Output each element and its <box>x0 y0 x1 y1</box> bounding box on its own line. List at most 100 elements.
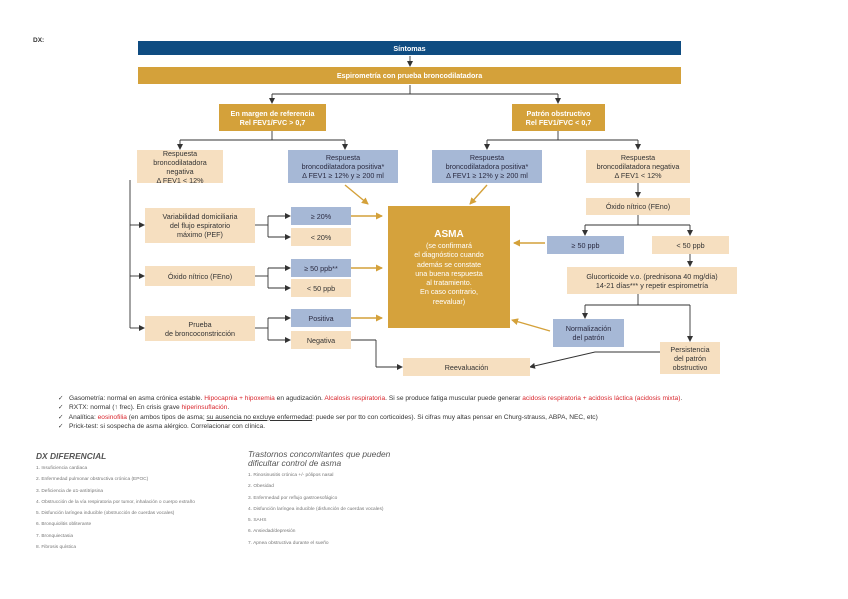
obstructivo-rel: Rel FEV1/FVC < 0,7 <box>525 117 592 127</box>
oxido-right-label: Óxido nítrico (FEno) <box>605 202 671 211</box>
anal-d: su ausencia no excluye enfermedad <box>206 413 313 421</box>
oxido-left-label: Óxido nítrico (FEno) <box>167 271 233 281</box>
espirometria-label: Espirometría con prueba broncodilatadora <box>336 71 483 80</box>
pef-low-box: < 20% <box>291 228 351 246</box>
gaso-e: . Si se produce fatiga muscular puede ge… <box>385 395 523 402</box>
obstructivo-title: Patrón obstructivo <box>526 108 591 118</box>
gaso-b: Hipocapnia + hipoxemia <box>204 395 275 402</box>
check-icon: ✓ <box>58 395 64 402</box>
right-fe-low-box: < 50 ppb <box>652 236 729 254</box>
negativa-box: Negativa <box>291 331 351 349</box>
bronco-l2: de broncoconstricción <box>165 328 235 338</box>
variabilidad-l3: máximo (PEF) <box>177 230 223 239</box>
gluco-l1: Glucorticoide v.o. (prednisona 40 mg/día… <box>586 271 718 281</box>
reevaluacion-label: Reevaluación <box>444 362 489 372</box>
variabilidad-pef-box: Variabilidad domiciliaria del flujo espi… <box>145 208 255 243</box>
resp-neg-right-l2: broncodilatadora negativa <box>596 162 680 171</box>
oxido-nitrico-right-box: Óxido nítrico (FEno) <box>586 198 690 215</box>
check-icon: ✓ <box>58 413 64 421</box>
resp-pos-left-l3: Δ FEV1 ≥ 12% y ≥ 200 ml <box>302 171 384 180</box>
sintomas-label: Síntomas <box>393 43 426 53</box>
right-fe-high-label: ≥ 50 ppb <box>571 240 600 250</box>
dx-item: 7. Bronquiectasia <box>36 533 74 539</box>
dx-item: 8. Fibrosis quística <box>36 545 76 551</box>
resp-pos-right-l3: Δ FEV1 ≥ 12% y ≥ 200 ml <box>446 171 528 180</box>
variabilidad-l2: del flujo espiratorio <box>169 221 231 230</box>
anal-e: : puede ser por tto con corticoides). Si… <box>312 413 598 421</box>
notes-block: ✓ Gasometría: normal en asma crónica est… <box>58 394 838 432</box>
prueba-broncoconstriccion-box: Prueba de broncoconstricción <box>145 316 255 341</box>
check-icon: ✓ <box>58 404 64 412</box>
asma-l2: el diagnóstico cuando <box>414 250 484 260</box>
asma-l1: (se confirmará <box>426 241 472 251</box>
persistencia-l3: obstructivo <box>672 362 708 372</box>
note-rxtx: ✓ RXTX: normal (↑ frec). En crisis grave… <box>58 403 838 412</box>
trastorno-item: 5. SAHS <box>248 518 267 524</box>
gaso-c: en agudización. <box>274 395 325 402</box>
right-fe-low-label: < 50 ppb <box>676 240 705 250</box>
espirometria-box: Espirometría con prueba broncodilatadora <box>138 67 681 84</box>
gaso-f: acidosis respiratoria + acidosis láctica… <box>522 395 681 402</box>
gaso-a: Gasometría: normal en asma crónica estab… <box>69 395 205 402</box>
prick-text: Prick-test: si sospecha de asma alérgico… <box>69 423 266 431</box>
margen-referencia-box: En margen de referencia Rel FEV1/FVC > 0… <box>219 104 326 131</box>
resp-neg-left-l3: Δ FEV1 < 12% <box>156 175 204 185</box>
dx-item: 3. Deficiencia de α1-antitripsina <box>36 488 104 494</box>
persistencia-l2: del patrón <box>674 353 706 363</box>
resp-neg-right-l3: Δ FEV1 < 12% <box>614 171 662 180</box>
asma-title: ASMA <box>434 229 464 241</box>
gluco-l2: 14-21 días*** y repetir espirometría <box>595 280 709 290</box>
pef-low-label: < 20% <box>310 232 332 242</box>
asma-l7: reevaluar) <box>432 296 466 306</box>
right-fe-high-box: ≥ 50 ppb <box>547 236 624 254</box>
resp-pos-left-l1: Respuesta <box>325 153 361 162</box>
trastorno-item: 1. Rinosinusitis crónica +/- pólipos nas… <box>248 473 334 478</box>
asma-box: ASMA (se confirmará el diagnóstico cuand… <box>388 206 510 328</box>
oxido-nitrico-left-box: Óxido nítrico (FEno) <box>145 266 255 286</box>
glucocorticoide-box: Glucorticoide v.o. (prednisona 40 mg/día… <box>567 267 737 294</box>
trastornos-section: Trastornos concomitantes que pueden difi… <box>248 450 438 549</box>
resp-pos-right-l1: Respuesta <box>469 153 505 162</box>
asma-l5: al tratamiento. <box>426 278 472 288</box>
resp-pos-left-l2: broncodilatadora positiva* <box>301 162 385 171</box>
normalizacion-l1: Normalización <box>565 324 612 333</box>
margen-title: En margen de referencia <box>230 108 315 118</box>
dx-label: DX: <box>33 37 45 44</box>
fe-high-label: ≥ 50 ppb** <box>304 263 338 273</box>
anal-c: (en ambos tipos de asma; <box>126 413 207 421</box>
resp-pos-right-l2: broncodilatadora positiva* <box>445 162 529 171</box>
dx-diferencial-section: DX DIFERENCIAL 1. Insuficiencia cardiaca… <box>36 452 236 553</box>
rxtx-b: hiperinsuflación <box>181 404 228 412</box>
resp-positiva-right-box: Respuesta broncodilatadora positiva* Δ F… <box>432 150 542 183</box>
persistencia-l1: Persistencia <box>670 344 710 354</box>
trastorno-item: 4. Disfunción laríngea inducible (disfun… <box>248 506 384 512</box>
asma-l4: una buena respuesta <box>415 268 483 278</box>
dx-diferencial-title: DX DIFERENCIAL <box>36 451 107 461</box>
patron-obstructivo-box: Patrón obstructivo Rel FEV1/FVC < 0,7 <box>512 104 605 131</box>
resp-positiva-left-box: Respuesta broncodilatadora positiva* Δ F… <box>288 150 398 183</box>
note-gasometria: ✓ Gasometría: normal en asma crónica est… <box>58 394 838 403</box>
positiva-box: Positiva <box>291 309 351 327</box>
fe-high-box: ≥ 50 ppb** <box>291 259 351 277</box>
trastorno-item: 6. Ansiedad/depresión <box>248 529 296 535</box>
bronco-l1: Prueba <box>188 319 212 329</box>
trastorno-item: 2. Obesidad <box>248 484 274 490</box>
trastorno-item: 7. Apnea obstructiva durante el sueño <box>248 540 329 546</box>
margen-rel: Rel FEV1/FVC > 0,7 <box>239 117 306 127</box>
fe-low-box: < 50 ppb <box>291 279 351 297</box>
dx-item: 1. Insuficiencia cardiaca <box>36 466 88 471</box>
check-icon: ✓ <box>58 423 64 431</box>
gaso-g: . <box>680 395 683 402</box>
reevaluacion-box: Reevaluación <box>403 358 530 376</box>
pef-high-box: ≥ 20% <box>291 207 351 225</box>
fe-low-label: < 50 ppb <box>306 283 336 293</box>
anal-a: Analítica: <box>68 413 98 421</box>
trastornos-title-l2: dificultar control de asma <box>248 458 342 468</box>
asma-l3: además se constate <box>416 259 482 269</box>
normalizacion-l2: del patrón <box>572 333 605 342</box>
resp-neg-left-l2: broncodilatadora negativa <box>153 157 207 176</box>
dx-item: 5. Disfunción laríngea inducible (obstru… <box>36 511 175 517</box>
sintomas-box: Síntomas <box>138 41 681 55</box>
gaso-d: Alcalosis respiratoria <box>324 395 386 402</box>
